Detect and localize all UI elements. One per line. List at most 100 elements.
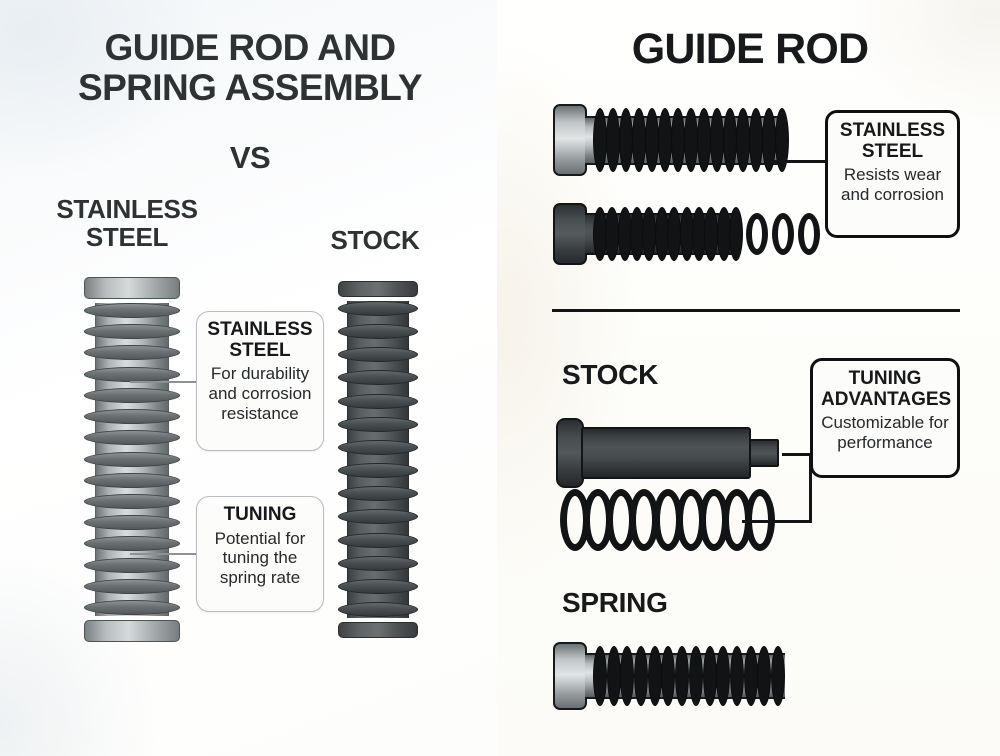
spring-coil — [606, 646, 621, 706]
spring-coils — [84, 303, 180, 616]
spring-coil — [84, 493, 180, 509]
callout-heading: TUNING ADVANTAGES — [821, 368, 952, 410]
spring-coil — [84, 472, 180, 488]
leader-line-spring — [742, 520, 812, 523]
spring-coil — [84, 303, 180, 318]
spring-coil — [84, 430, 180, 446]
callout-body: Resists wear and corrosion — [840, 165, 944, 204]
spring-coil — [723, 108, 737, 172]
spring-coil — [684, 108, 698, 172]
rod-cap-bottom — [84, 620, 180, 642]
spring-coil — [338, 509, 418, 525]
loose-spring-coil — [746, 213, 768, 255]
spring-coil — [84, 557, 180, 573]
spring-coil — [84, 515, 180, 531]
left-title-line-2: SPRING ASSEMBLY — [78, 66, 423, 108]
spring-coil — [338, 463, 418, 479]
spring-coil — [84, 578, 180, 594]
callout-heading: TUNING — [205, 504, 315, 526]
callout-heading-line-2: STEEL — [229, 339, 291, 361]
spring-coil — [338, 324, 418, 340]
spring-guide-rod-illustration — [553, 642, 785, 710]
leader-line-stainless-left — [130, 381, 198, 383]
callout-stainless-steel-left: STAINLESS STEEL For durability and corro… — [196, 311, 324, 451]
stock-assembly-illustration — [338, 281, 418, 638]
loose-spring-coil — [798, 213, 820, 255]
spring-coil — [710, 108, 724, 172]
rod-head — [556, 418, 584, 488]
spring-coil — [619, 108, 633, 172]
callout-heading-line-2: ADVANTAGES — [821, 388, 952, 410]
left-label-stock: STOCK — [330, 225, 420, 255]
spring-coil — [84, 345, 180, 361]
spring-coil — [84, 387, 180, 403]
spring-coil — [658, 108, 672, 172]
callout-body: Customizable for performance — [821, 413, 949, 452]
leader-line-rod-tip — [782, 453, 812, 456]
right-label-stock: STOCK — [562, 359, 658, 390]
callout-heading-line-1: TUNING — [848, 368, 922, 389]
spring-coil — [338, 555, 418, 571]
spring-coil — [702, 646, 717, 706]
spring-coil — [593, 646, 607, 706]
stock-spring-illustration — [560, 489, 775, 551]
callout-heading-line-1: TUNING — [223, 504, 297, 525]
spring-coil — [84, 536, 180, 552]
rod-head — [553, 104, 587, 176]
callout-body: For durability and corrosion resistance — [208, 364, 312, 423]
spring-coil — [84, 324, 180, 340]
spring-coil — [775, 108, 789, 172]
leader-line-tuning-left — [130, 553, 198, 555]
spring-coil — [338, 301, 418, 316]
spring-coil — [729, 646, 744, 706]
spring-coil — [736, 108, 750, 172]
spring-coil — [634, 646, 649, 706]
rod-head — [553, 203, 587, 265]
spring-coil — [338, 347, 418, 363]
rod-cap-bottom — [338, 622, 418, 638]
callout-heading-line-1: STAINLESS — [207, 319, 313, 340]
section-divider — [552, 309, 960, 312]
callout-heading: STAINLESS STEEL — [836, 120, 949, 162]
spring-coil — [338, 393, 418, 409]
rod-cap-top — [338, 281, 418, 297]
callout-tuning-advantages-right: TUNING ADVANTAGES Customizable for perfo… — [810, 358, 960, 478]
callout-stainless-steel-right: STAINLESS STEEL Resists wear and corrosi… — [825, 110, 960, 238]
callout-heading: STAINLESS STEEL — [205, 319, 315, 361]
callout-body: Potential for tuning the spring rate — [214, 528, 306, 588]
rod-tip — [749, 439, 779, 467]
spring-coil — [84, 451, 180, 467]
spring-coil — [338, 486, 418, 502]
spring-coil — [632, 108, 646, 172]
leader-line-vertical-join — [809, 453, 812, 523]
callout-tuning-left: TUNING Potential for tuning the spring r… — [196, 496, 324, 612]
callout-heading-line-1: STAINLESS — [839, 120, 946, 141]
stock-rod-illustration — [556, 418, 786, 488]
right-panel-title: GUIDE ROD — [631, 25, 869, 73]
right-label-spring: SPRING — [562, 587, 668, 618]
left-panel-title: GUIDE ROD AND SPRING ASSEMBLY — [30, 28, 470, 107]
rod-body — [581, 427, 751, 479]
spring-coil — [84, 366, 180, 382]
callout-heading-line-2: STEEL — [861, 140, 924, 162]
spring-coil — [338, 416, 418, 432]
versus-label: VS — [229, 140, 271, 175]
spring-coil — [645, 108, 659, 172]
spring-coil — [671, 108, 685, 172]
left-title-line-1: GUIDE ROD AND — [104, 27, 397, 68]
spring-coil — [338, 578, 418, 594]
spring-coil — [338, 532, 418, 548]
spring-coil — [647, 646, 662, 706]
spring-coil — [338, 602, 418, 617]
spring-coil — [729, 207, 743, 261]
rod-head — [553, 642, 587, 710]
spring-coil — [749, 108, 763, 172]
stock-guide-rod-illustration — [553, 203, 820, 265]
spring-coil — [697, 108, 711, 172]
stainless-steel-assembly-illustration — [84, 277, 180, 642]
leader-line-stainless-right — [771, 160, 826, 163]
stainless-guide-rod-illustration — [553, 104, 789, 176]
spring-coil — [338, 370, 418, 386]
spring-coils — [338, 301, 418, 618]
